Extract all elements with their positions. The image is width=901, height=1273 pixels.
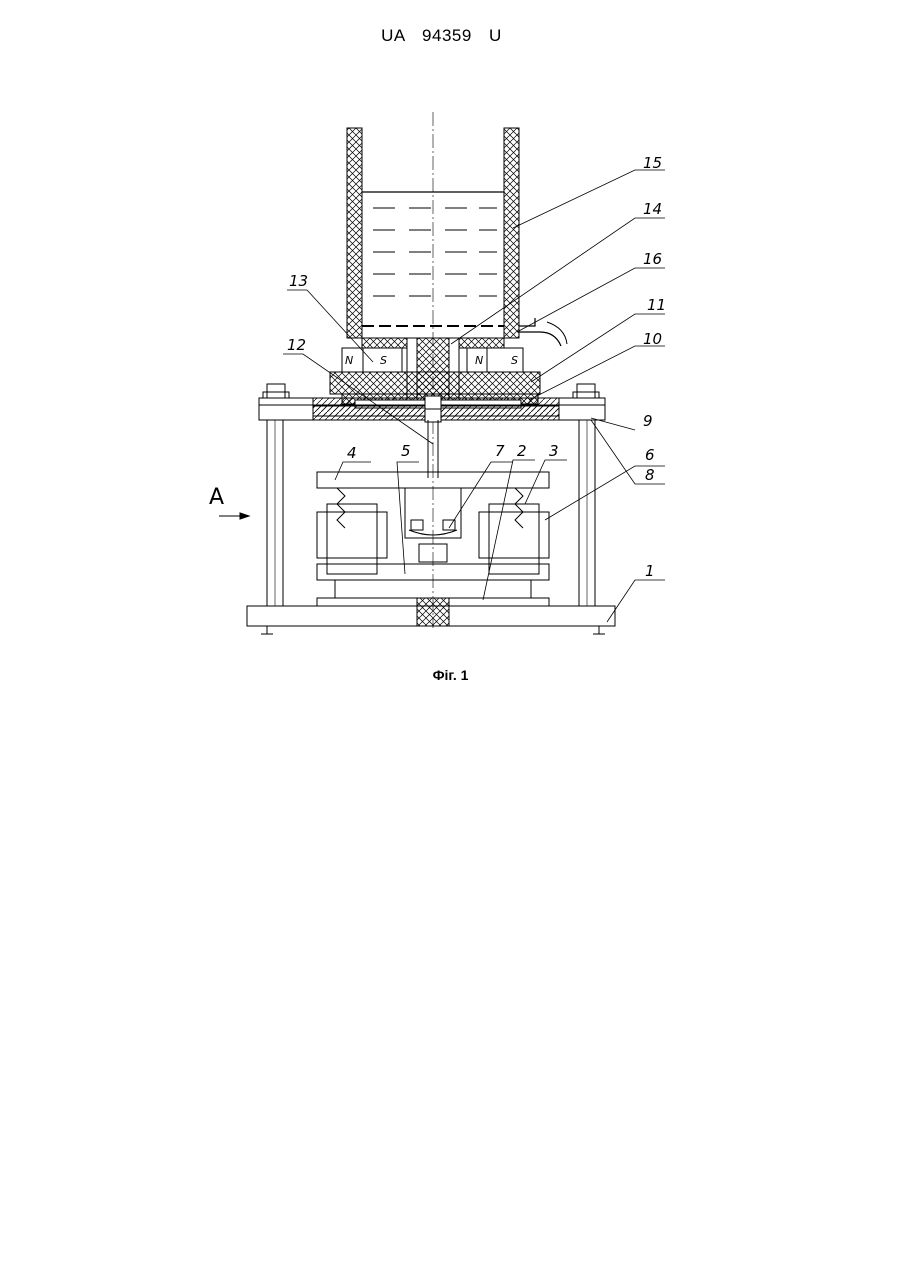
magnet-pole-label: S: [380, 354, 387, 367]
spring-left: [337, 488, 345, 528]
magnet-carrier: [330, 372, 540, 394]
callout-number: 1: [645, 562, 655, 580]
callout-number: 10: [643, 330, 662, 348]
document-number: UA 94359 U: [0, 26, 883, 46]
callout-number: 3: [549, 442, 559, 460]
callout-number: 7: [495, 442, 505, 460]
callout-number: 9: [643, 412, 653, 430]
callout-number: 4: [347, 444, 357, 462]
callout-number: 8: [645, 466, 655, 484]
callout-number: 13: [289, 272, 308, 290]
bolt-head-right: [577, 384, 595, 398]
container-wall-left: [347, 128, 362, 338]
callout-number: 6: [645, 446, 655, 464]
figure-caption: Фіг. 1: [0, 667, 901, 683]
bolt-head-left: [267, 384, 285, 398]
drawing-svg: N S N S A 15 14 16 13 11 12 10 9 4 5 7 2…: [195, 100, 685, 660]
callout-number: 12: [287, 336, 306, 354]
view-label: A: [209, 485, 224, 510]
magnet-pole-label: N: [475, 354, 483, 367]
callout-number: 16: [643, 250, 662, 268]
callout-number: 11: [647, 296, 666, 314]
spring-right: [515, 488, 523, 528]
outlet-bend: [547, 322, 567, 344]
base-hub: [417, 598, 449, 626]
outlet-pipe: [519, 318, 561, 346]
callout-number: 5: [401, 442, 411, 460]
technical-drawing: N S N S A 15 14 16 13 11 12 10 9 4 5 7 2…: [195, 100, 685, 660]
liquid-dashes: [373, 208, 497, 296]
magnet-pole-label: N: [345, 354, 353, 367]
callout-number: 2: [517, 442, 527, 460]
callout-number: 14: [643, 200, 662, 218]
magnet-pole-label: S: [511, 354, 518, 367]
callout-number: 15: [643, 154, 662, 172]
